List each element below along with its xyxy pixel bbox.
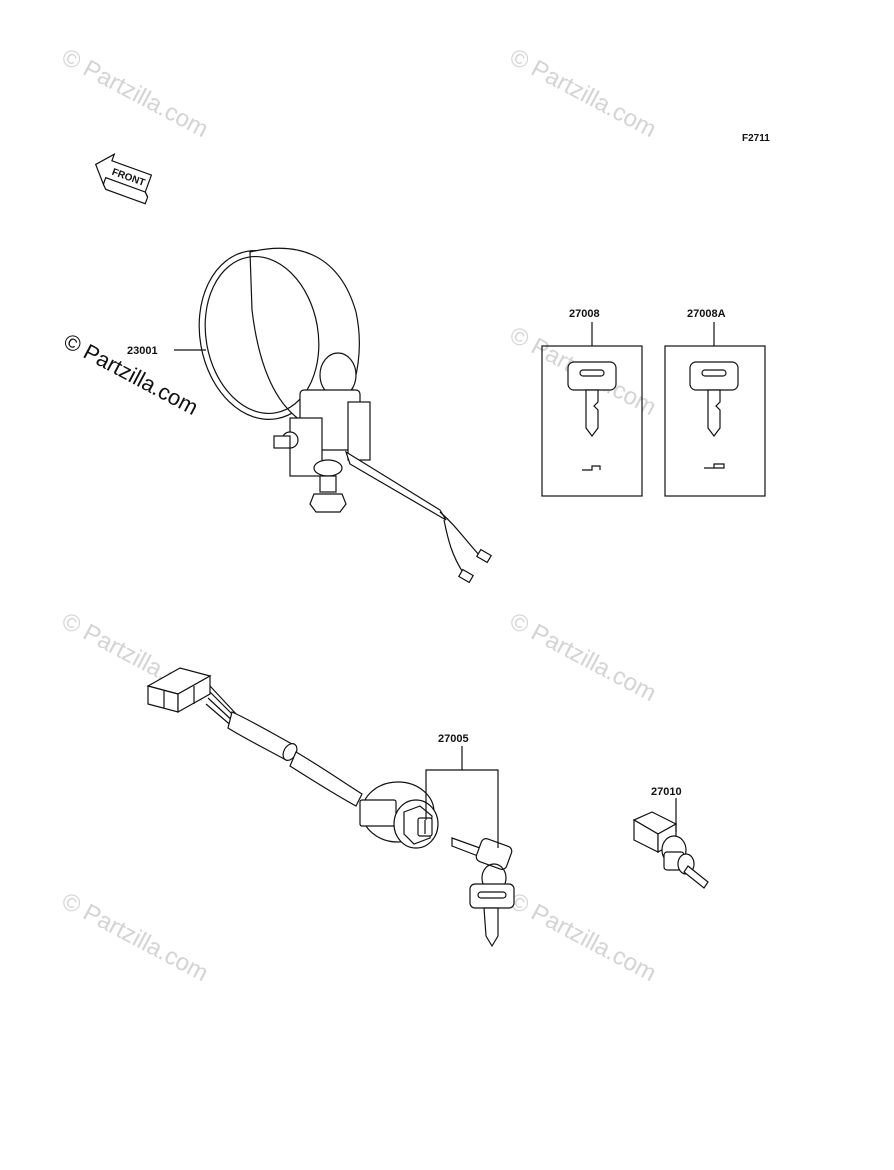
watermark-5: © Partzilla.com <box>505 607 660 707</box>
diagram-code: F2711 <box>742 133 770 144</box>
front-arrow-icon: FRONT <box>94 152 153 205</box>
ignition-key-1-icon <box>451 837 513 870</box>
part-number-27010: 27010 <box>651 786 682 798</box>
part-number-27005: 27005 <box>438 733 469 745</box>
switch-27010-illustration <box>632 811 709 889</box>
watermark-main: © Partzilla.com <box>60 328 203 420</box>
watermark-1: © Partzilla.com <box>57 43 212 143</box>
key-blank-box <box>541 345 643 497</box>
key-blank-a-box <box>664 345 766 497</box>
watermark-7: © Partzilla.com <box>505 887 660 987</box>
part-number-23001: 23001 <box>127 345 158 357</box>
ignition-switch-illustration <box>146 667 439 849</box>
part-number-27008: 27008 <box>569 308 600 320</box>
key-27008a-icon <box>689 361 739 469</box>
watermark-6: © Partzilla.com <box>57 887 212 987</box>
ignition-key-2-icon <box>469 863 515 948</box>
key-27008-icon <box>567 361 617 471</box>
part-number-27008a: 27008A <box>687 308 726 320</box>
watermark-2: © Partzilla.com <box>505 43 660 143</box>
headlight-illustration <box>198 247 493 584</box>
leader-27005 <box>425 769 499 848</box>
